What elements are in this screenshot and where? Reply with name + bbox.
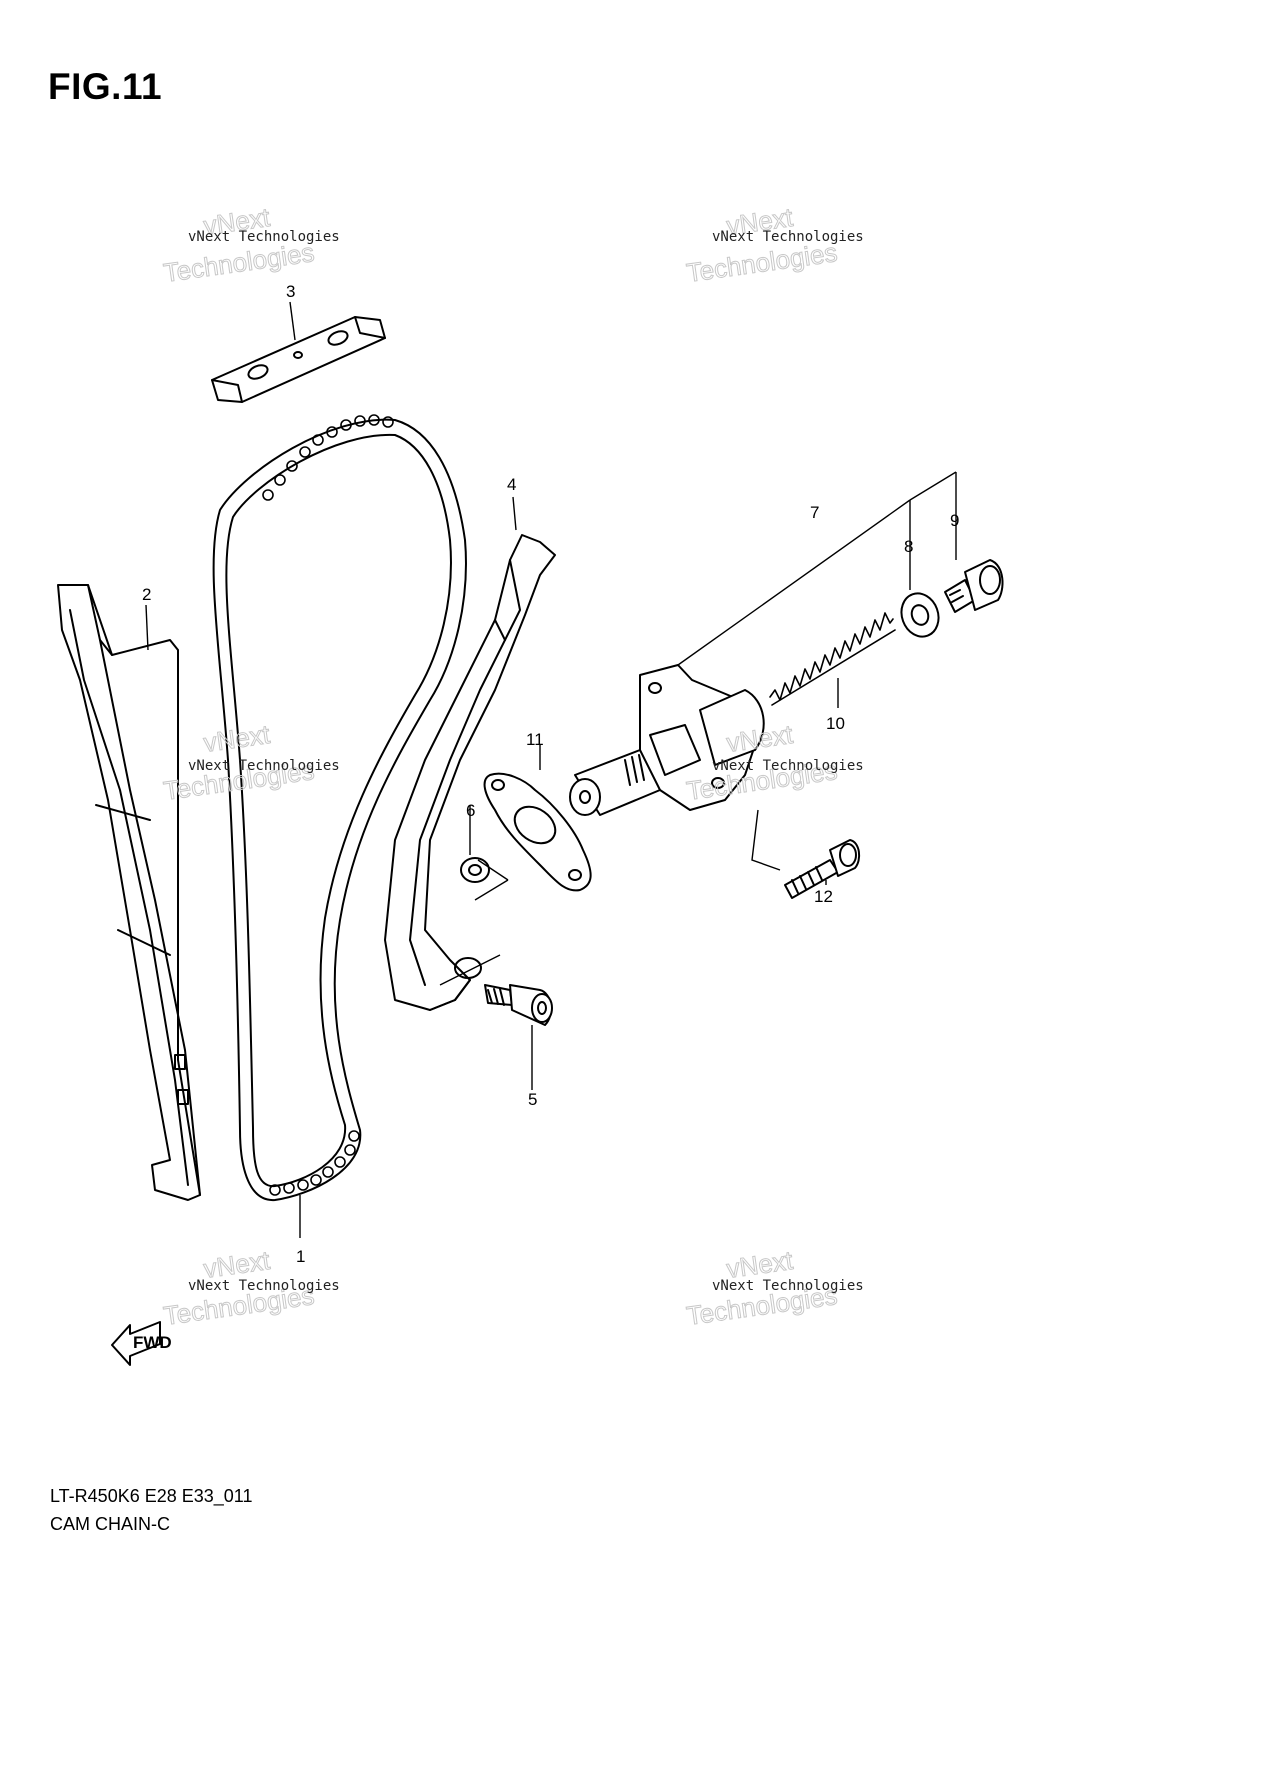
svg-text:vNext Technologies: vNext Technologies: [712, 1278, 864, 1294]
spring: [769, 612, 896, 706]
callout-1: 1: [296, 1247, 305, 1266]
washer: [460, 857, 490, 883]
tensioner-assembly: [569, 664, 765, 816]
figure-title: FIG.11: [48, 66, 163, 107]
watermark-top-left: vNext Technologies vNext Technologies vN…: [161, 201, 340, 288]
callout-10: 10: [826, 714, 845, 733]
svg-text:vNext Technologies: vNext Technologies: [712, 229, 864, 245]
callout-4: 4: [507, 475, 516, 494]
callout-3: 3: [286, 282, 295, 301]
callout-2: 2: [142, 585, 151, 604]
callout-6: 6: [466, 801, 475, 820]
watermark-bottom-right: vNext Technologies vNext Technologies: [684, 1244, 864, 1331]
watermark-small-2: vNext Technologies: [172, 253, 324, 269]
callout-11: 11: [526, 730, 544, 749]
watermark-middle-left: vNext Technologies vNext Technologies: [161, 718, 340, 806]
svg-text:vNext: vNext: [202, 719, 273, 758]
model-code: LT-R450K6 E28 E33_011: [50, 1486, 253, 1506]
chain-guide-plate: [211, 316, 386, 403]
watermark-bottom-left: vNext Technologies vNext Technologies: [161, 1244, 340, 1331]
watermark-top-right: vNext Technologies vNext Technologies: [684, 201, 864, 288]
guide-bolt: [484, 984, 553, 1026]
tensioner-guide: [384, 534, 556, 1011]
callout-12: 12: [814, 887, 833, 906]
tensioner-bolt: [784, 839, 861, 899]
callout-8: 8: [904, 537, 913, 556]
svg-text:vNext Technologies: vNext Technologies: [712, 758, 864, 774]
tensioner-gasket: [483, 772, 592, 892]
cap-bolt: [944, 559, 1004, 613]
watermark-small: vNext Technologies: [188, 229, 340, 245]
cam-chain: [212, 414, 467, 1202]
callout-5: 5: [528, 1090, 537, 1109]
fwd-arrow-icon: [111, 1321, 161, 1366]
gasket-washer: [900, 592, 940, 638]
svg-text:vNext Technologies: vNext Technologies: [188, 1278, 340, 1294]
chain-guide: [57, 584, 201, 1201]
leader-lines: [145, 301, 957, 1238]
svg-text:vNext Technologies: vNext Technologies: [188, 758, 340, 774]
callout-7: 7: [810, 503, 819, 522]
fwd-label: FWD: [133, 1333, 172, 1352]
figure-caption: CAM CHAIN-C: [50, 1514, 170, 1534]
callout-9: 9: [950, 511, 959, 530]
